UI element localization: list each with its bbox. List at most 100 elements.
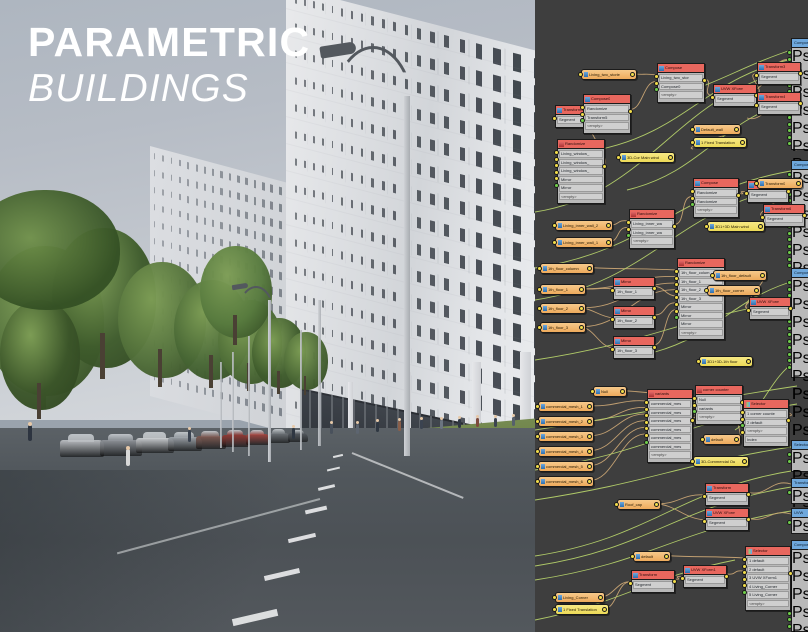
node-row[interactable]: Ps [792, 586, 808, 603]
node-row[interactable]: 2 default [745, 418, 787, 426]
node-output-port[interactable] [736, 193, 741, 199]
node-row[interactable]: Segment [685, 576, 725, 584]
node-output-port[interactable] [798, 100, 803, 106]
node-port[interactable] [787, 263, 792, 268]
node-row[interactable]: commercial_mes [649, 417, 691, 425]
node-output-port[interactable] [652, 344, 657, 350]
node-input-port[interactable] [554, 176, 559, 182]
node-row[interactable]: Mirror [559, 184, 603, 192]
node-port[interactable] [787, 141, 792, 146]
label-output-port[interactable] [734, 127, 739, 132]
node-row[interactable]: <empty> [559, 192, 603, 200]
node-input-port[interactable] [742, 583, 747, 589]
node-input-port[interactable] [626, 220, 631, 225]
node-output-port[interactable] [628, 109, 633, 115]
node-port[interactable] [787, 338, 792, 344]
node-port[interactable] [787, 610, 792, 616]
node-input-port[interactable] [754, 73, 759, 78]
node-input-port[interactable] [554, 150, 559, 155]
node-edge-t1[interactable]: TransformPs [791, 478, 808, 505]
node-row[interactable]: Segment [749, 191, 787, 199]
node-input-port[interactable] [692, 409, 697, 415]
node-row[interactable]: Ps [792, 242, 808, 259]
node-row[interactable]: 1 default [747, 557, 789, 565]
node-row[interactable]: Ps [792, 404, 808, 421]
node-row[interactable]: Segment [759, 103, 799, 111]
node-port[interactable] [787, 250, 792, 255]
node-input-port[interactable] [692, 402, 697, 408]
label-output-port[interactable] [579, 287, 584, 292]
node-output-port[interactable] [724, 573, 729, 579]
node-row[interactable]: Ps [792, 518, 808, 535]
node-input-port[interactable] [740, 429, 745, 435]
node-row[interactable]: Mirror [679, 303, 723, 311]
node-row[interactable]: <empty> [697, 413, 741, 421]
label-input-port[interactable] [710, 273, 715, 278]
node-row[interactable]: Ps [792, 550, 808, 567]
node-row[interactable]: Ps [792, 622, 808, 632]
node-row[interactable]: Segment [759, 73, 799, 81]
node-row[interactable]: Index [745, 435, 787, 443]
label-input-port[interactable] [552, 595, 557, 600]
label-input-port[interactable] [616, 155, 621, 160]
label-input-port[interactable] [690, 459, 695, 464]
node-output-port[interactable] [702, 78, 707, 84]
node-row[interactable]: Compose0 [659, 82, 703, 90]
node-input-port[interactable] [740, 423, 745, 429]
node-port[interactable] [787, 520, 792, 525]
label-output-port[interactable] [654, 502, 659, 507]
node-row[interactable]: Mirror [559, 175, 603, 183]
node-port[interactable] [787, 351, 792, 357]
node-row[interactable]: Randomize [585, 105, 629, 113]
node-edge-bottom[interactable]: ComposePsPsPsPsPsPsPsPsPsPsPsPs [791, 540, 808, 632]
node-row[interactable]: 1th_floor_2 [615, 317, 653, 325]
node-input-port[interactable] [742, 570, 747, 576]
node-input-port[interactable] [692, 396, 697, 401]
node-input-port[interactable] [690, 195, 695, 201]
label-commercial-mesh-1[interactable]: commercial_mesh_1 [538, 401, 594, 412]
node-row[interactable]: 3 UVW XForm1 [747, 574, 789, 582]
label-input-port[interactable] [552, 223, 557, 228]
label-1th-floor-default[interactable]: 1th_floor_default [713, 270, 767, 281]
node-input-port[interactable] [554, 169, 559, 175]
node-input-port[interactable] [580, 118, 585, 124]
node-row[interactable]: Segment [707, 494, 747, 502]
node-port[interactable] [787, 50, 792, 55]
node-row[interactable]: Null [697, 396, 741, 404]
label-output-port[interactable] [606, 240, 611, 245]
node-row[interactable]: Ps [792, 296, 808, 313]
label-input-port[interactable] [700, 437, 705, 442]
node-row[interactable]: Segment [765, 215, 803, 223]
node-port[interactable] [787, 230, 792, 236]
node-port[interactable] [787, 280, 792, 285]
node-row[interactable]: commercial_mes [649, 442, 691, 450]
label-3d-commercial-ou[interactable]: 3D-Commercial Ou [693, 456, 749, 467]
label-output-port[interactable] [587, 449, 592, 454]
label-input-port[interactable] [690, 127, 695, 132]
node-row[interactable]: Ps [792, 278, 808, 295]
node-port[interactable] [787, 364, 792, 370]
node-row[interactable]: Living_two_stor [659, 74, 703, 82]
node-output-port[interactable] [802, 212, 807, 218]
node-row[interactable]: Randomize [695, 189, 737, 197]
node-input-port[interactable] [746, 308, 751, 313]
label-living-inner-wall-2[interactable]: Living_inner_wall_2 [555, 220, 613, 231]
node-input-port[interactable] [628, 581, 633, 586]
label-output-port[interactable] [742, 459, 747, 464]
label-input-port[interactable] [704, 224, 709, 229]
label-output-port[interactable] [740, 140, 745, 145]
node-row[interactable]: Ps [792, 138, 808, 155]
node-row[interactable]: Ps [792, 386, 808, 403]
node-port[interactable] [787, 617, 792, 622]
label-output-port[interactable] [587, 434, 592, 439]
